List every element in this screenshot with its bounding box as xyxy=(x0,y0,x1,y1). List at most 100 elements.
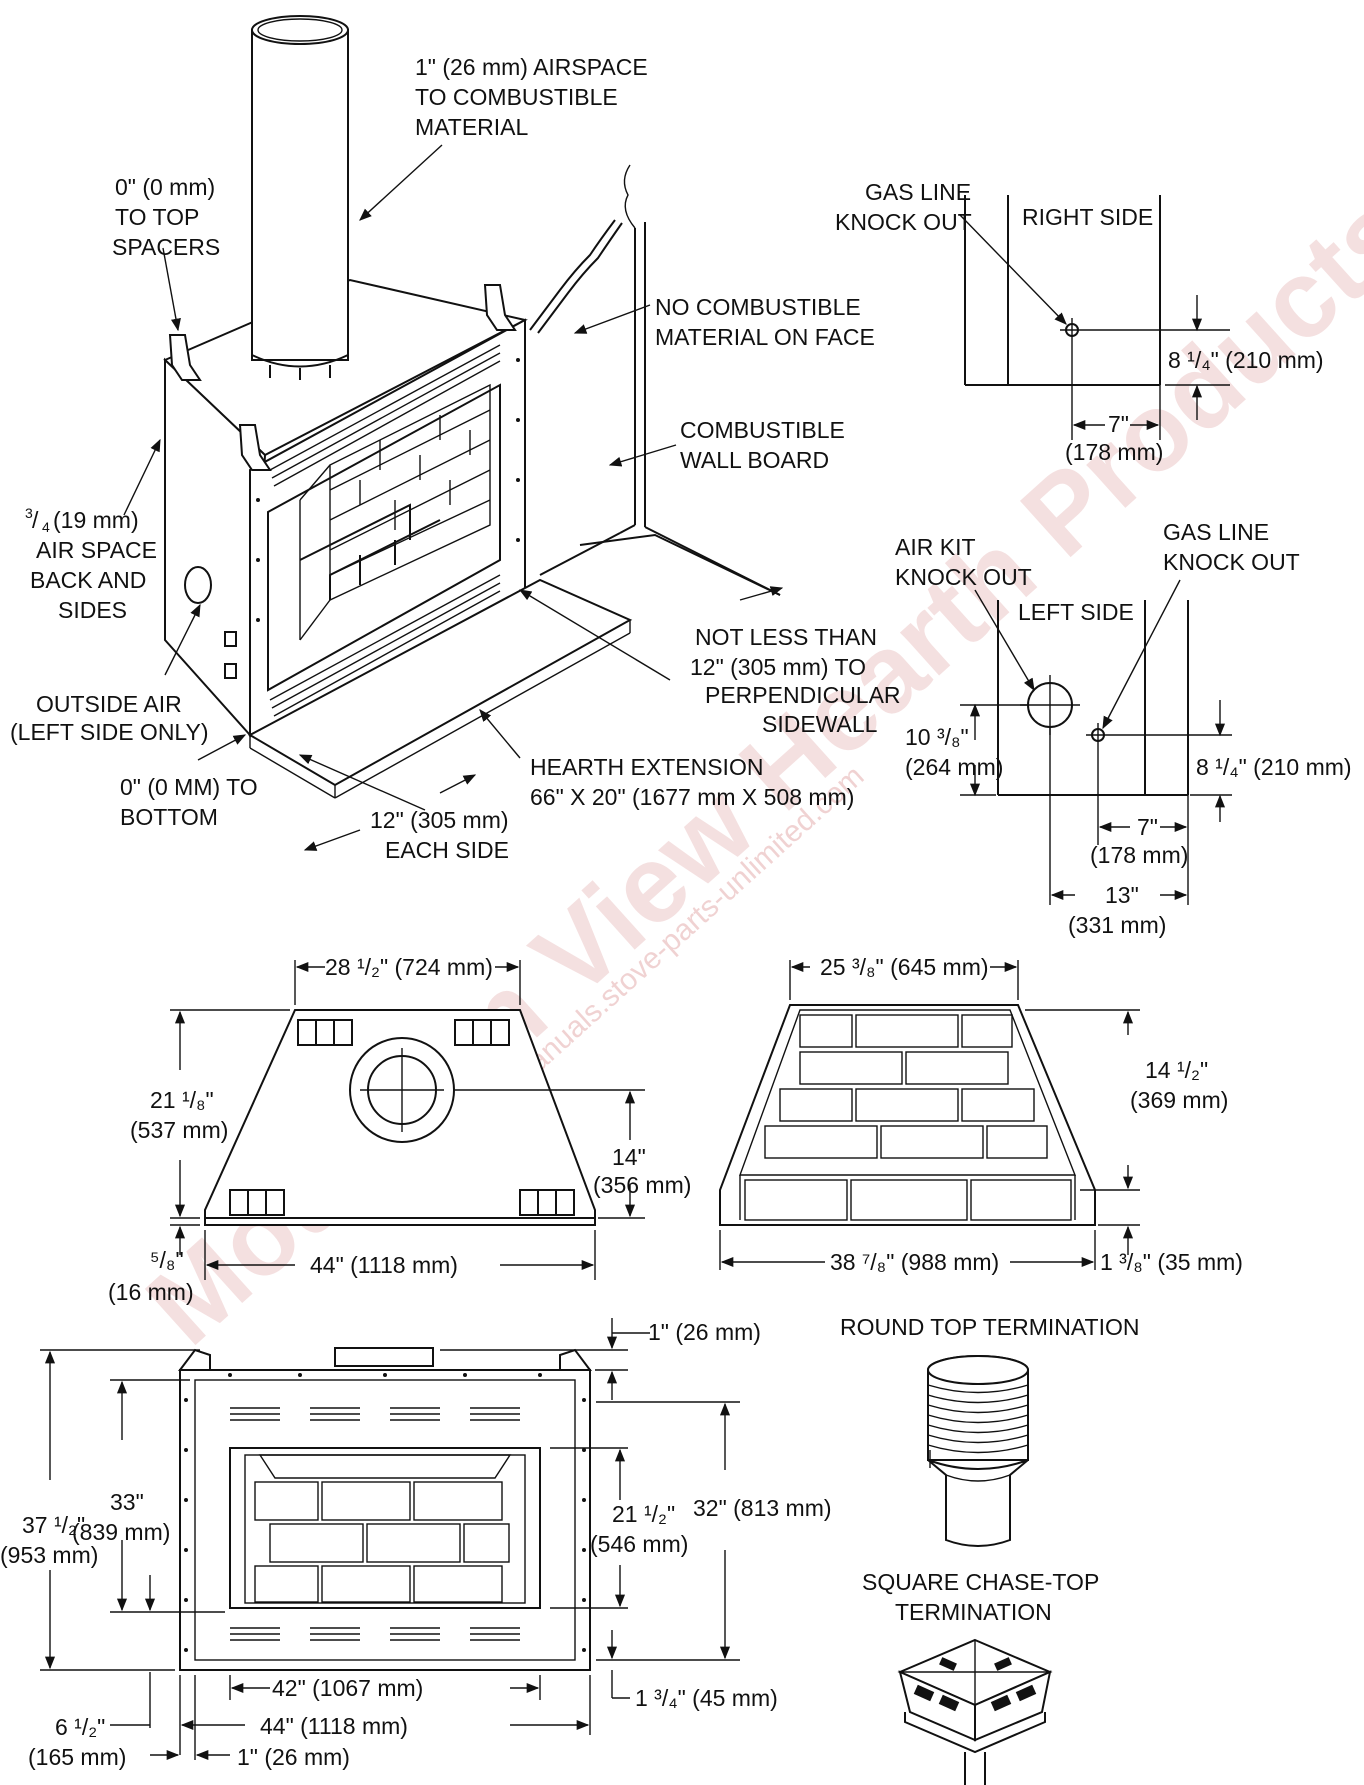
top-spacer-front xyxy=(238,424,272,471)
perspective-view: 1" (26 mm) AIRSPACE TO COMBUSTIBLE MATER… xyxy=(10,15,901,863)
each-side-label-1: 12" (305 mm) xyxy=(370,807,509,833)
back-sides-label-2: AIR SPACE xyxy=(36,537,157,563)
base-height-label-2: (165 mm) xyxy=(28,1744,126,1770)
firebox-view: 25 ³/₈" (645 mm) 14 ¹/₂" (369 mm) 38 ⁷/₈… xyxy=(719,954,1243,1275)
top-spacer-left xyxy=(168,334,202,381)
lip-label-1: ⁵/₈" xyxy=(150,1247,184,1273)
not-less-label-4: SIDEWALL xyxy=(762,711,878,737)
top-view-spacers xyxy=(229,1019,575,1216)
hearth-label-1: HEARTH EXTENSION xyxy=(530,754,763,780)
right-gas-line-label-2: KNOCK OUT xyxy=(835,209,972,235)
round-top-termination: ROUND TOP TERMINATION xyxy=(840,1314,1139,1547)
front-opening xyxy=(229,1447,541,1609)
front-spacer-left xyxy=(178,1348,211,1371)
no-combustible-label-2: MATERIAL ON FACE xyxy=(655,324,875,350)
left-side-title: LEFT SIDE xyxy=(1018,599,1134,625)
front-spacer-right xyxy=(559,1348,592,1371)
wall-board-label-2: WALL BOARD xyxy=(680,447,829,473)
lip-label-2: (16 mm) xyxy=(108,1279,194,1305)
top-spacers-label-3: SPACERS xyxy=(112,234,220,260)
round-termination-title: ROUND TOP TERMINATION xyxy=(840,1314,1139,1340)
depth-label-1: 21 ¹/₈" xyxy=(150,1087,214,1113)
front-view: 1" (26 mm) 33" (839 mm) 37 ¹/₂" (953 mm)… xyxy=(0,1318,832,1770)
right-gas-knockout xyxy=(1060,318,1084,342)
firebox-width-label: 38 ⁷/₈" (988 mm) xyxy=(830,1249,999,1275)
top-view-flue xyxy=(349,1037,455,1143)
top-view-width-label: 44" (1118 mm) xyxy=(310,1252,458,1278)
not-less-label-1: NOT LESS THAN xyxy=(695,624,877,650)
airspace-label-1: 1" (26 mm) AIRSPACE xyxy=(415,54,648,80)
firebox-top-width-label: 25 ³/₈" (645 mm) xyxy=(820,954,989,980)
opening-height-label-2: (546 mm) xyxy=(590,1531,688,1557)
front-view-bricks xyxy=(254,1481,510,1603)
top-spacer-right xyxy=(483,284,517,331)
firebox-height-label-1: 14 ¹/₂" xyxy=(1145,1057,1208,1083)
outside-air-label-2: (LEFT SIDE ONLY) xyxy=(10,719,209,745)
top-spacers-label-1: 0" (0 mm) xyxy=(115,174,215,200)
right-side-view: GAS LINE KNOCK OUT RIGHT SIDE 8 ¹/₄" (21… xyxy=(835,179,1324,465)
top-spacers-label-2: TO TOP xyxy=(115,204,199,230)
round-termination-icon xyxy=(927,1355,1029,1547)
inner-height-label-1: 33" xyxy=(110,1489,144,1515)
air-kit-label-2: KNOCK OUT xyxy=(895,564,1032,590)
center-label-1: 14" xyxy=(612,1144,646,1170)
no-combustible-label-1: NO COMBUSTIBLE xyxy=(655,294,861,320)
fireplace-louvers xyxy=(269,344,501,717)
airspace-label-2: TO COMBUSTIBLE xyxy=(415,84,618,110)
right-width-label-2: (178 mm) xyxy=(1065,439,1163,465)
firebox-height-label-2: (369 mm) xyxy=(1130,1087,1228,1113)
center-label-2: (356 mm) xyxy=(593,1172,691,1198)
louver-height-label: 32" (813 mm) xyxy=(693,1495,832,1521)
not-less-label-2: 12" (305 mm) TO xyxy=(690,654,866,680)
left-gas-line-label-2: KNOCK OUT xyxy=(1163,549,1300,575)
front-total-width-label: 44" (1118 mm) xyxy=(260,1713,408,1739)
back-sides-frac-slash: / xyxy=(32,507,39,533)
left-gas-knockout xyxy=(1086,723,1110,747)
firebox-outline xyxy=(719,1004,1096,1226)
outside-air-label-1: OUTSIDE AIR xyxy=(36,691,182,717)
each-side-label-2: EACH SIDE xyxy=(385,837,509,863)
right-side-title: RIGHT SIDE xyxy=(1022,204,1153,230)
bottom-label-1: 0" (0 MM) TO xyxy=(120,774,258,800)
left-gas-width-label-1: 7" xyxy=(1137,814,1158,840)
base-height-label-1: 6 ¹/₂" xyxy=(55,1714,105,1740)
total-height-label-2: (953 mm) xyxy=(0,1542,98,1568)
bottom-label-2: BOTTOM xyxy=(120,804,218,830)
left-air-kit-knockout xyxy=(1020,675,1080,735)
square-termination-title-2: TERMINATION xyxy=(895,1599,1052,1625)
hearth-label-2: 66" X 20" (1677 mm X 508 mm) xyxy=(530,784,854,810)
firebox-bricks xyxy=(299,409,491,641)
side-vent-1 xyxy=(224,631,237,647)
airspace-label-3: MATERIAL xyxy=(415,114,529,140)
depth-label-2: (537 mm) xyxy=(130,1117,228,1143)
not-less-label-3: PERPENDICULAR xyxy=(705,682,901,708)
side-gap-label: 1" (26 mm) xyxy=(237,1744,350,1770)
chimney-pipe xyxy=(251,15,349,380)
inner-height-label-2: (839 mm) xyxy=(72,1519,170,1545)
top-width-label: 28 ¹/₂" (724 mm) xyxy=(325,954,493,980)
back-sides-label-3: BACK AND xyxy=(30,567,146,593)
back-sides-frac-den: 4 xyxy=(42,519,50,535)
combustible-wall-board xyxy=(529,164,781,596)
front-rivets xyxy=(184,1373,586,1652)
left-gas-width-label-2: (178 mm) xyxy=(1090,842,1188,868)
square-chase-top-termination: SQUARE CHASE-TOP TERMINATION xyxy=(862,1569,1099,1785)
fireplace-rivets xyxy=(256,358,520,622)
square-termination-icon xyxy=(897,1638,1053,1785)
front-louvers xyxy=(230,1407,520,1641)
square-termination-title-1: SQUARE CHASE-TOP xyxy=(862,1569,1099,1595)
right-height-label: 8 ¹/₄" (210 mm) xyxy=(1168,347,1324,373)
back-sides-label-4: SIDES xyxy=(58,597,127,623)
right-width-label-1: 7" xyxy=(1108,411,1129,437)
back-sides-label-1: (19 mm) xyxy=(53,507,139,533)
opening-height-label-1: 21 ¹/₂" xyxy=(612,1501,675,1527)
front-top-gap-label: 1" (26 mm) xyxy=(648,1319,761,1345)
left-gas-height-label: 8 ¹/₄" (210 mm) xyxy=(1196,754,1352,780)
firebox-view-bricks xyxy=(744,1014,1072,1221)
back-sides-frac-num: 3 xyxy=(25,505,33,521)
bottom-gap-label: 1 ³/₄" (45 mm) xyxy=(635,1685,778,1711)
total-width-label-1: 13" xyxy=(1105,882,1139,908)
right-gas-line-label-1: GAS LINE xyxy=(865,179,971,205)
top-view-outline xyxy=(204,1009,596,1226)
